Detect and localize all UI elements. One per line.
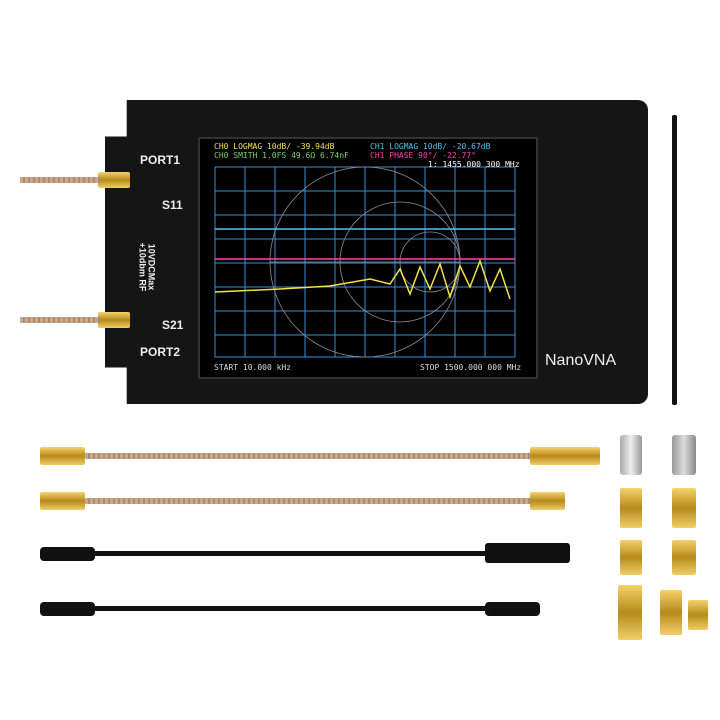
rf-cable-1-connector-left bbox=[40, 447, 85, 465]
rf-cable-1-connector-right bbox=[530, 447, 600, 465]
s21-label: S21 bbox=[162, 318, 184, 332]
adapter-1 bbox=[672, 488, 696, 528]
usb-cable-long bbox=[95, 551, 485, 556]
rf-cable-2-connector-right bbox=[530, 492, 565, 510]
dc-limit-label: 10VDCMax bbox=[146, 243, 157, 291]
stop-frequency: STOP 1500.000 000 MHz bbox=[420, 363, 522, 372]
rf-cable-1 bbox=[85, 453, 530, 459]
port1-cable bbox=[20, 177, 100, 183]
adapter-6 bbox=[688, 600, 708, 630]
vna-screen[interactable]: CH0 LOGMAG 10dB/ -39.94dB CH1 LOGMAG 10d… bbox=[198, 137, 538, 379]
start-frequency: START 10.000 kHz bbox=[214, 363, 292, 372]
usb-c-plug-right bbox=[485, 602, 540, 616]
port2-connector[interactable] bbox=[98, 312, 130, 328]
adapter-5 bbox=[660, 590, 682, 635]
rf-cable-2 bbox=[85, 498, 530, 504]
calibration-open bbox=[672, 435, 696, 475]
port1-label: PORT1 bbox=[140, 153, 181, 167]
port2-cable bbox=[20, 317, 100, 323]
port2-label: PORT2 bbox=[140, 345, 181, 359]
calibration-load bbox=[620, 488, 642, 528]
brand-logo: NanoVNA bbox=[545, 352, 617, 369]
s11-label: S11 bbox=[162, 198, 183, 212]
port1-connector[interactable] bbox=[98, 172, 130, 188]
marker-readout: 1: 1455.000 300 MHz bbox=[428, 160, 520, 169]
ch0-logmag-trace bbox=[214, 258, 511, 300]
usb-c-plug-left bbox=[40, 602, 95, 616]
calibration-short bbox=[620, 435, 642, 475]
usb-a-plug bbox=[485, 543, 570, 563]
usb-c-plug bbox=[40, 547, 95, 561]
ch0-logmag-label: CH0 LOGMAG 10dB/ -39.94dB bbox=[214, 142, 335, 151]
usb-c-cable-short bbox=[95, 606, 485, 611]
stylus bbox=[672, 115, 677, 405]
ch0-smith-label: CH0 SMITH 1.0FS 49.6Ω 6.74nF bbox=[214, 151, 349, 160]
adapter-4 bbox=[618, 585, 642, 640]
adapter-2 bbox=[620, 540, 642, 575]
trace-display bbox=[214, 166, 516, 358]
ch1-logmag-label: CH1 LOGMAG 10dB/ -20.67dB bbox=[370, 142, 491, 151]
rf-cable-2-connector-left bbox=[40, 492, 85, 510]
adapter-3 bbox=[672, 540, 696, 575]
ch1-phase-label: CH1 PHASE 90°/ -22.77° bbox=[370, 151, 476, 160]
smith-chart bbox=[269, 166, 461, 358]
